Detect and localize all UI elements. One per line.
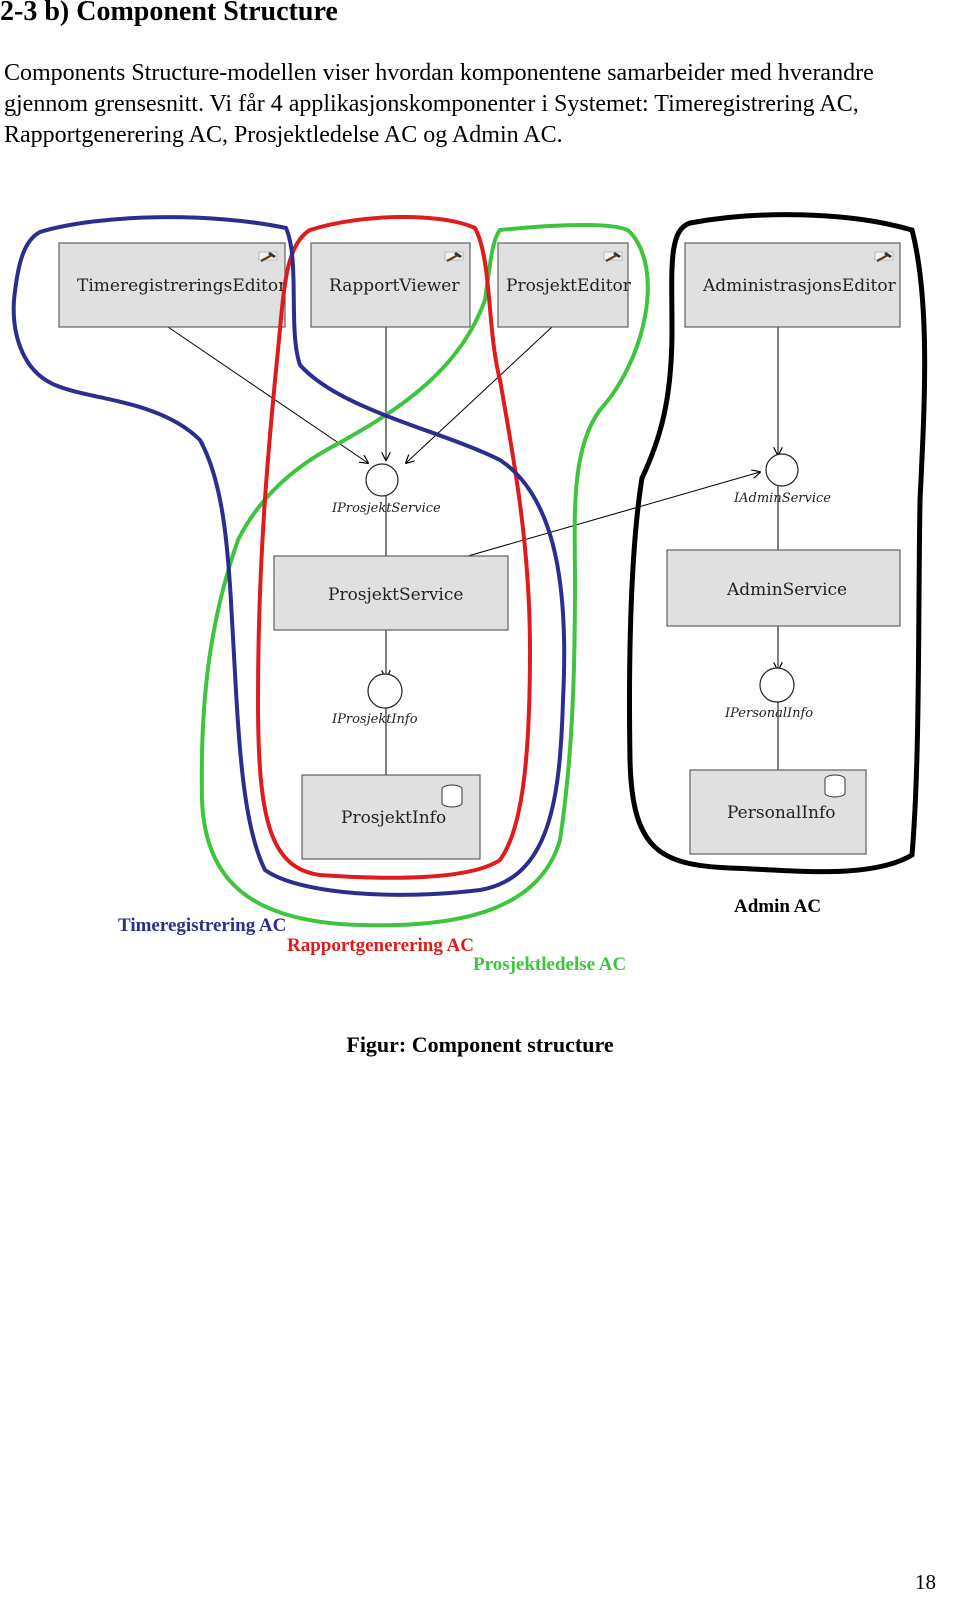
iadminservice-label: IAdminService bbox=[733, 491, 831, 506]
adminservice-label: AdminService bbox=[726, 580, 847, 600]
admin-ac-outline bbox=[627, 212, 928, 875]
prosjektledelse-ac-label: Prosjektledelse AC bbox=[473, 954, 626, 975]
ipersonalinfo-interface-icon bbox=[759, 667, 795, 703]
iprosjektservice-interface-icon bbox=[365, 463, 399, 497]
timeregistrering-ac-label: Timeregistrering AC bbox=[118, 915, 286, 936]
prosjekteditor-component: ProsjektEditor bbox=[497, 242, 632, 328]
prosjekteditor-label: ProsjektEditor bbox=[506, 276, 632, 296]
administrasjonseditor-component: AdministrasjonsEditor bbox=[684, 242, 901, 328]
connector-lines bbox=[167, 326, 778, 775]
database-icon bbox=[441, 784, 463, 808]
rapportgenerering-ac-label: Rapportgenerering AC bbox=[287, 935, 474, 956]
rapportviewer-label: RapportViewer bbox=[329, 276, 460, 296]
iadminservice-interface-icon bbox=[765, 453, 799, 487]
database-icon bbox=[824, 774, 846, 798]
iprosjektinfo-interface-icon bbox=[367, 673, 403, 709]
section-heading: 2-3 b) Component Structure bbox=[0, 0, 338, 27]
timeregistreringseditor-label: TimeregistreringsEditor bbox=[77, 276, 287, 296]
timeregistrering-ac-outline bbox=[11, 215, 567, 897]
iprosjektinfo-label: IProsjektInfo bbox=[331, 712, 418, 727]
prosjektledelse-ac-outline bbox=[199, 223, 650, 928]
hammer-icon bbox=[602, 250, 624, 263]
iprosjektservice-label: IProsjektService bbox=[331, 501, 441, 516]
personalinfo-label: PersonalInfo bbox=[727, 803, 836, 823]
component-structure-diagram: IProsjektService IAdminService IProsjekt… bbox=[11, 212, 928, 975]
prosjektinfo-label: ProsjektInfo bbox=[341, 808, 446, 828]
prosjektservice-label: ProsjektService bbox=[328, 585, 463, 605]
rapportviewer-component: RapportViewer bbox=[310, 242, 471, 328]
timeregistreringseditor-component: TimeregistreringsEditor bbox=[58, 242, 287, 328]
rapportgenerering-ac-outline bbox=[255, 215, 533, 880]
prosjektservice-component: ProsjektService bbox=[273, 555, 509, 631]
administrasjonseditor-label: AdministrasjonsEditor bbox=[702, 276, 897, 296]
hammer-icon bbox=[443, 250, 465, 263]
hammer-icon bbox=[873, 250, 895, 263]
personalinfo-component: PersonalInfo bbox=[689, 769, 867, 855]
adminservice-component: AdminService bbox=[666, 549, 901, 627]
intro-paragraph: Components Structure-modellen viser hvor… bbox=[4, 60, 874, 148]
figure-caption: Figur: Component structure bbox=[346, 1032, 614, 1057]
admin-ac-label: Admin AC bbox=[734, 896, 821, 917]
prosjektinfo-component: ProsjektInfo bbox=[301, 774, 481, 860]
ipersonalinfo-label: IPersonalInfo bbox=[724, 706, 813, 721]
hammer-icon bbox=[257, 250, 279, 263]
page-number: 18 bbox=[915, 1570, 936, 1594]
